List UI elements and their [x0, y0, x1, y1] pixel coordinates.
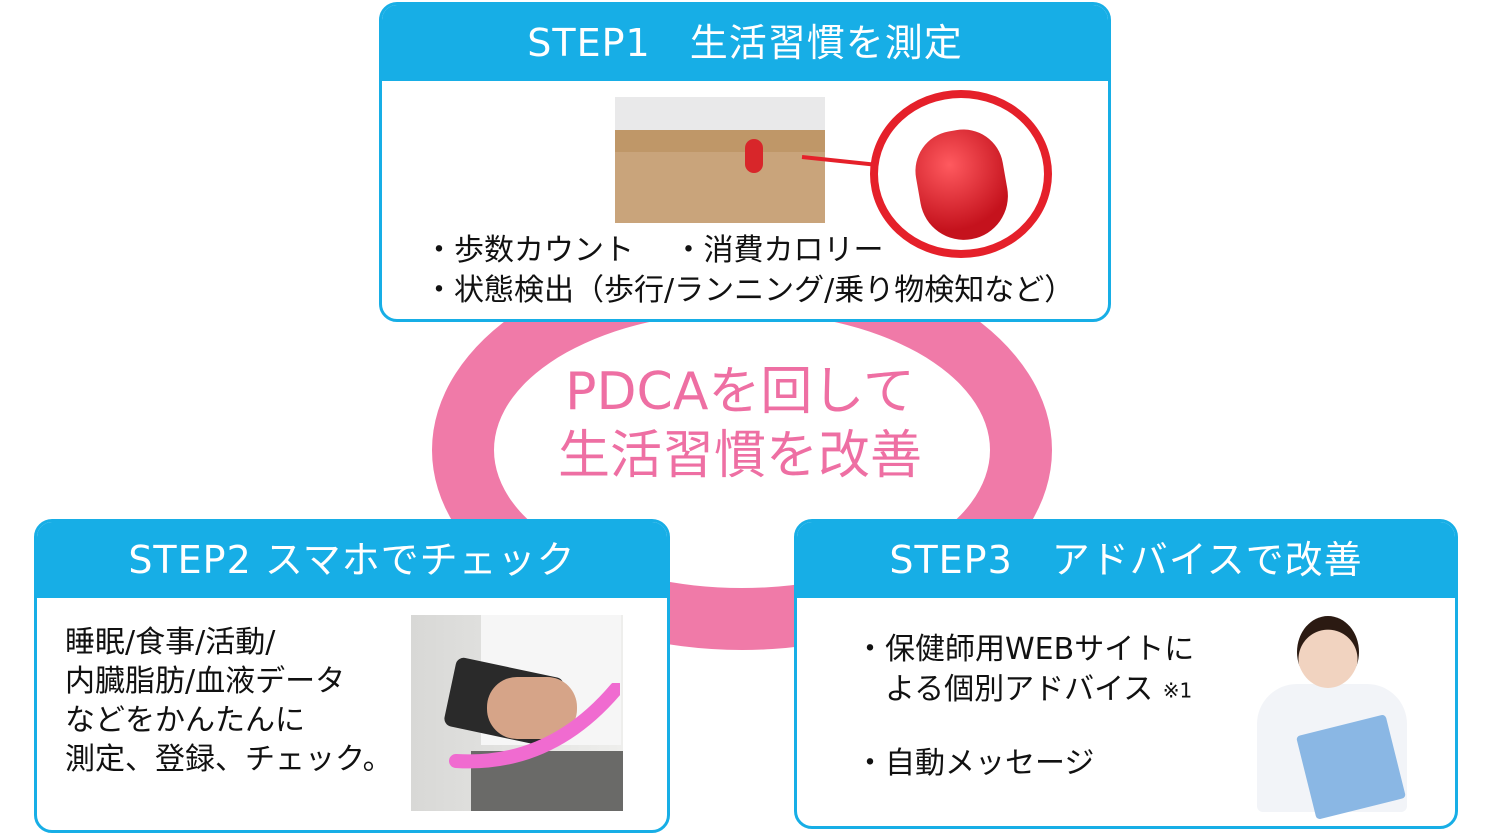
pdca-line-2: 生活習慣を改善 [557, 426, 922, 486]
step2-line-2: 内臓脂肪/血液データ [65, 664, 346, 699]
step2-line-4: 測定、登録、チェック。 [65, 742, 393, 777]
waist-clip-photo [615, 97, 825, 223]
pdca-center-label: PDCAを回して 生活習慣を改善 [480, 360, 1000, 488]
belt [615, 130, 825, 152]
clip-device [745, 139, 763, 173]
device-zoom-circle [870, 90, 1052, 258]
pdca-line-1: PDCAを回して [565, 362, 915, 422]
step1-bullet-a: ・歩数カウント ・消費カロリー [424, 233, 884, 268]
step3-bullet-b: ・自動メッセージ [855, 746, 1095, 781]
step3-bullet-a-line2: よる個別アドバイス ※1 [855, 670, 1192, 711]
smartphone-photo [411, 615, 623, 811]
step2-line-3: などをかんたんに [65, 703, 305, 738]
step1-bullet-b: ・状態検出（歩行/ランニング/乗り物検知など） [424, 273, 1075, 308]
step1-title: STEP1 生活習慣を測定 [382, 5, 1108, 81]
step1-card: STEP1 生活習慣を測定 ・歩数カウント ・消費カロリー ・状態検出（歩行/ラ… [379, 2, 1111, 322]
step2-card: STEP2 スマホでチェック 睡眠/食事/活動/ 内臓脂肪/血液データ などをか… [34, 519, 670, 833]
footnote-mark: ※1 [1162, 678, 1193, 703]
step3-title: STEP3 アドバイスで改善 [797, 522, 1455, 598]
step3-card: STEP3 アドバイスで改善 ・保健師用WEBサイトに よる個別アドバイス ※1… [794, 519, 1458, 829]
nurse-photo [1249, 614, 1439, 820]
activity-tracker-device [909, 123, 1015, 247]
step3-bullet-a-line1: ・保健師用WEBサイトに [855, 632, 1195, 667]
pink-cycle-arc [449, 683, 620, 769]
step3-bullet-a-line2-text: よる個別アドバイス [855, 672, 1154, 707]
step2-line-1: 睡眠/食事/活動/ [65, 625, 276, 660]
nurse-head [1297, 616, 1359, 688]
step2-title: STEP2 スマホでチェック [37, 522, 667, 598]
